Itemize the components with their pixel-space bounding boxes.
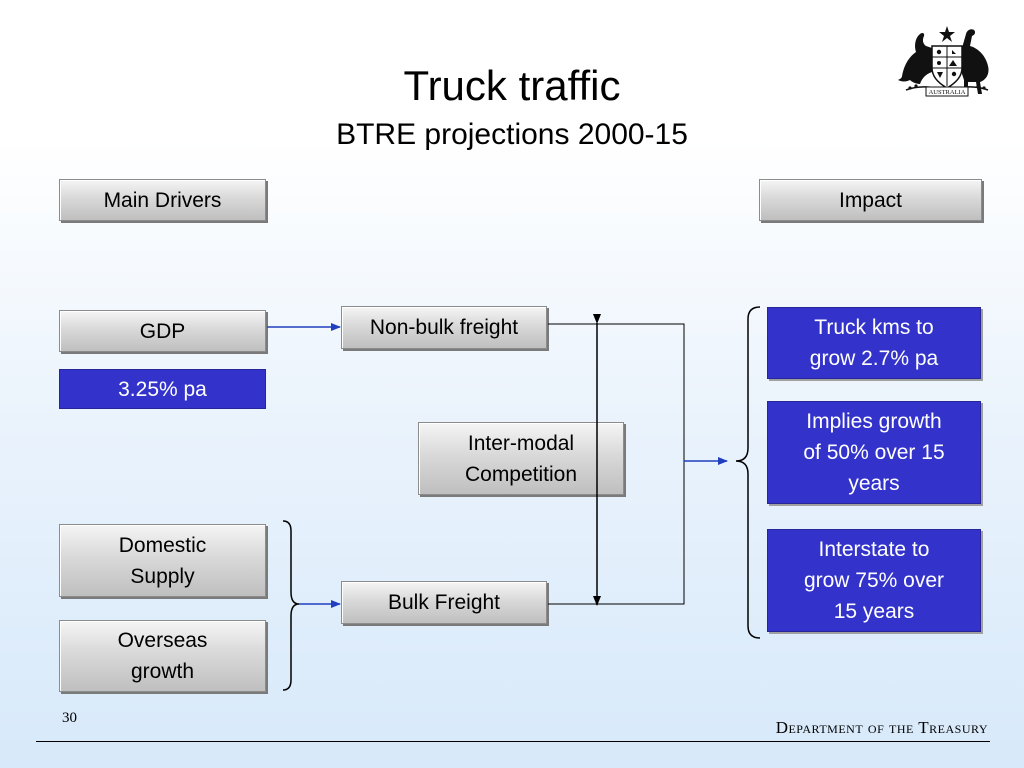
inter-modal-line-1: Inter-modal: [467, 431, 575, 455]
main-drivers-header: Main Drivers: [59, 179, 266, 221]
impact-header: Impact: [759, 179, 982, 221]
drivers-brace: [282, 520, 300, 691]
page-subtitle: BTRE projections 2000-15: [336, 118, 688, 151]
truck-kms-box: Truck kms to grow 2.7% pa: [767, 307, 981, 379]
growth-50-line-1: Implies growth: [806, 410, 942, 433]
main-drivers-label: Main Drivers: [103, 188, 222, 212]
impact-label: Impact: [838, 188, 903, 212]
interstate-box: Interstate to grow 75% over 15 years: [767, 529, 981, 632]
gdp-rate-label: 3.25% pa: [118, 377, 207, 401]
page-title: Truck traffic: [403, 62, 621, 109]
interstate-line-1: Interstate to: [818, 538, 930, 561]
gdp-box: GDP: [59, 310, 266, 352]
page-number: 30: [62, 710, 77, 726]
overseas-growth-box: Overseas growth: [59, 620, 266, 692]
domestic-supply-box: Domestic Supply: [59, 524, 266, 597]
bulk-freight-box: Bulk Freight: [341, 581, 547, 624]
growth-50-line-2: of 50% over 15: [803, 441, 945, 464]
truck-kms-line-1: Truck kms to: [814, 316, 934, 339]
truck-kms-line-2: grow 2.7% pa: [809, 347, 939, 370]
crest-scroll-text: AUSTRALIA: [929, 89, 966, 96]
department-name: Department of the Treasury: [775, 718, 988, 737]
footer-divider: [36, 741, 990, 742]
gdp-rate-box: 3.25% pa: [59, 369, 266, 409]
inter-modal-line-2: Competition: [464, 462, 578, 486]
growth-50-line-3: years: [848, 472, 900, 495]
overseas-growth-line-1: Overseas: [117, 629, 208, 652]
domestic-supply-line-1: Domestic: [118, 533, 207, 557]
impact-brace: [735, 306, 761, 639]
interstate-line-3: 15 years: [833, 600, 915, 623]
domestic-supply-line-2: Supply: [130, 564, 195, 588]
interstate-line-2: grow 75% over: [803, 569, 945, 592]
growth-50-box: Implies growth of 50% over 15 years: [767, 401, 981, 504]
bulk-freight-label: Bulk Freight: [387, 591, 501, 614]
non-bulk-freight-box: Non-bulk freight: [341, 306, 547, 349]
gdp-label: GDP: [139, 319, 186, 343]
inter-modal-box: Inter-modal Competition: [418, 422, 624, 495]
overseas-growth-line-2: growth: [130, 660, 195, 683]
coat-of-arms-icon: AUSTRALIA: [898, 26, 989, 97]
non-bulk-freight-label: Non-bulk freight: [369, 316, 519, 339]
